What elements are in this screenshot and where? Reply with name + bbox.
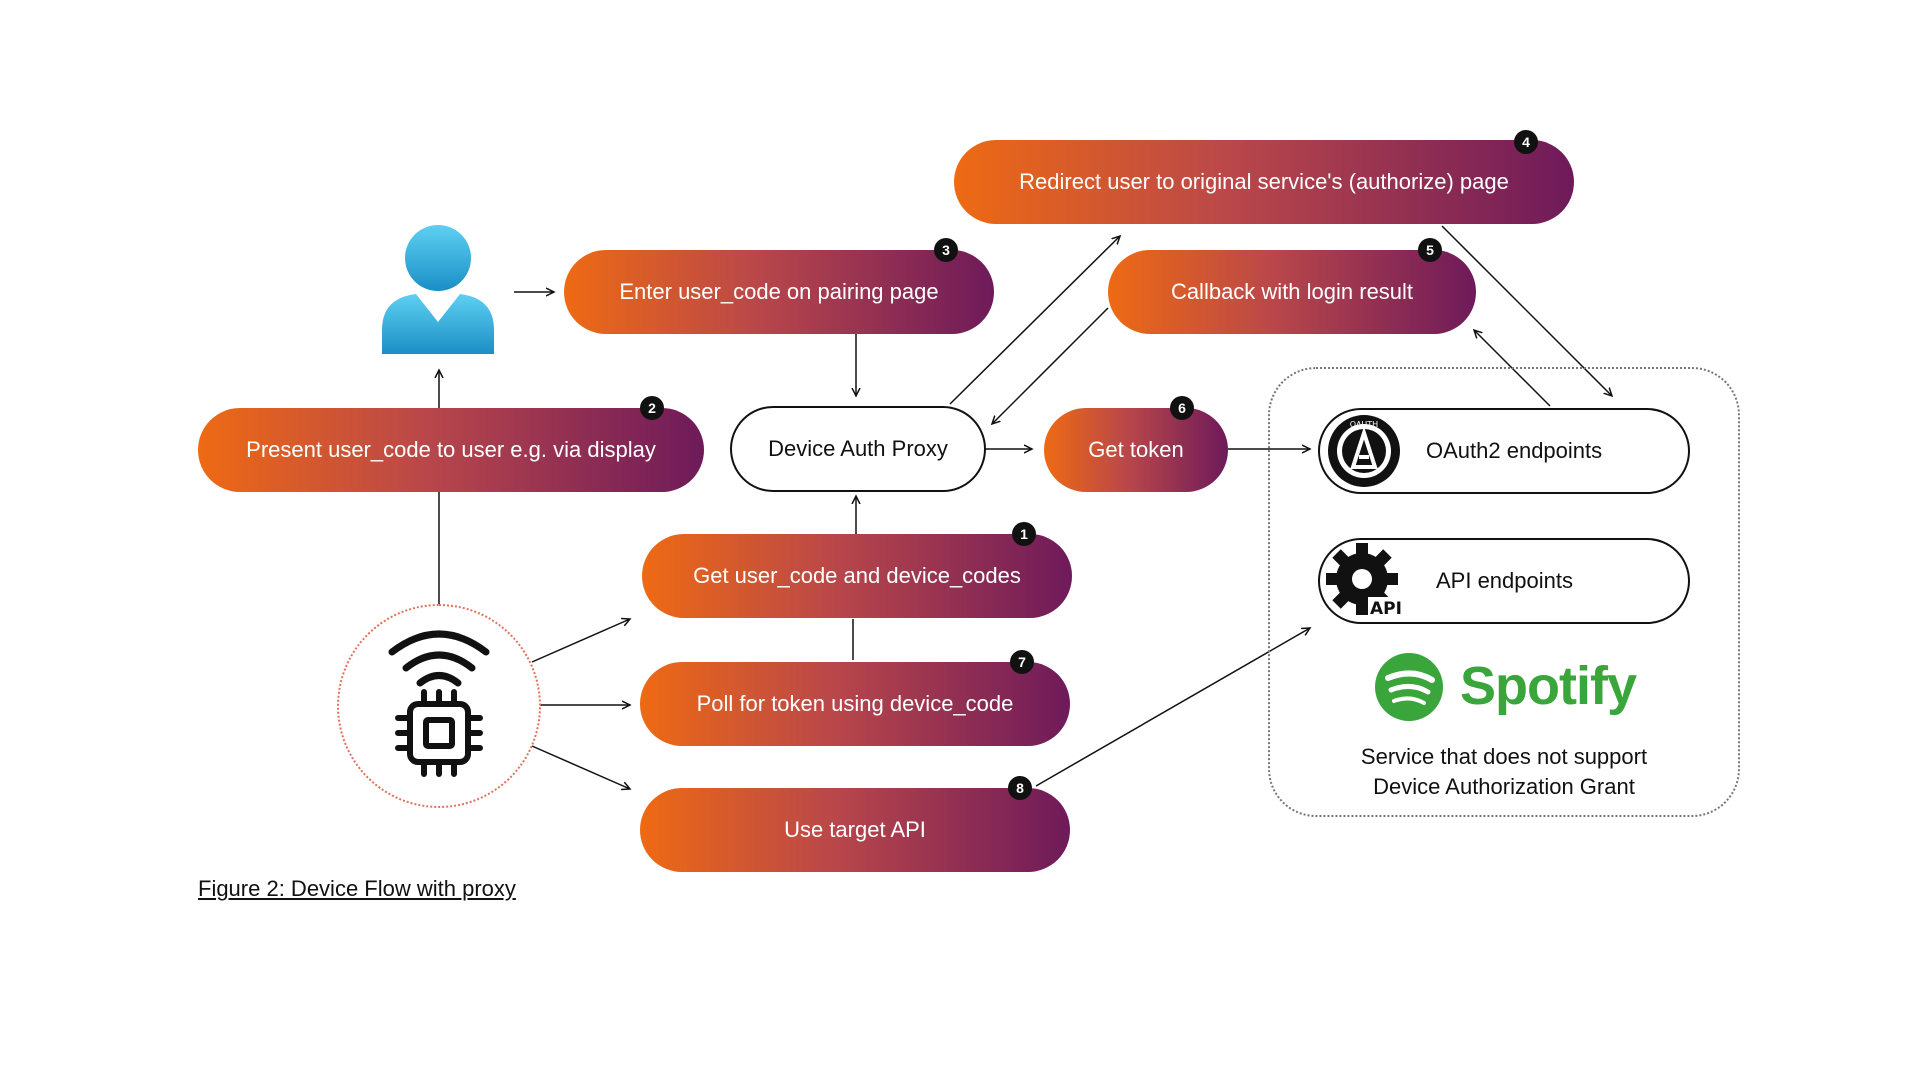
step-badge-7: 7: [1010, 650, 1034, 674]
step-label: Poll for token using device_code: [696, 691, 1014, 716]
device-circle: [337, 604, 541, 808]
arrow-proxy-to-redirect: [949, 236, 1120, 405]
oauth2-endpoints: OAUTH OAuth2 endpoints: [1318, 408, 1690, 494]
step-label: Present user_code to user e.g. via displ…: [246, 437, 656, 462]
step-7-poll-for-token: Poll for token using device_code: [640, 662, 1070, 746]
step-label: Get user_code and device_codes: [693, 563, 1021, 588]
step-badge-6: 6: [1170, 396, 1194, 420]
step-4-redirect-user: Redirect user to original service's (aut…: [954, 140, 1574, 224]
api-label: API endpoints: [1436, 568, 1573, 593]
step-label: Enter user_code on pairing page: [619, 279, 939, 304]
step-8-use-target-api: Use target API: [640, 788, 1070, 872]
step-3-enter-user-code: Enter user_code on pairing page: [564, 250, 994, 334]
chip-icon: [395, 689, 483, 777]
step-label: Redirect user to original service's (aut…: [1019, 169, 1509, 194]
step-badge-4: 4: [1514, 130, 1538, 154]
figure-caption: Figure 2: Device Flow with proxy: [198, 876, 516, 901]
step-label: Get token: [1088, 437, 1184, 462]
spotify-logo-icon: [1375, 653, 1443, 721]
service-container: [1268, 367, 1740, 817]
step-badge-8: 8: [1008, 776, 1032, 800]
oauth-logo-icon: OAUTH: [1328, 415, 1400, 487]
arrow-api-call-to-endpoint: [1035, 628, 1310, 787]
step-label: Callback with login result: [1170, 279, 1414, 304]
step-6-get-token: Get token: [1044, 408, 1228, 492]
service-description-line1: Service that does not support: [1360, 744, 1648, 769]
proxy-label: Device Auth Proxy: [768, 436, 948, 461]
step-badge-3: 3: [934, 238, 958, 262]
step-2-present-user-code: Present user_code to user e.g. via displ…: [198, 408, 704, 492]
device-auth-proxy: Device Auth Proxy: [730, 406, 986, 492]
step-badge-1: 1: [1012, 522, 1036, 546]
api-icon-text: API: [1370, 599, 1402, 619]
step-label: Use target API: [784, 817, 926, 842]
api-gear-icon: API: [1326, 543, 1404, 619]
oauth-logo-text: OAUTH: [1350, 420, 1378, 429]
arrow-callback-to-proxy: [992, 307, 1109, 424]
oauth-label: OAuth2 endpoints: [1426, 438, 1603, 463]
step-5-callback: Callback with login result: [1108, 250, 1476, 334]
arrow-device-to-step1: [531, 619, 630, 663]
spotify-brand: Spotify: [1460, 656, 1637, 716]
wifi-icon: [388, 630, 490, 687]
service-description: Service that does not support Device Aut…: [1268, 742, 1740, 802]
step-1-get-codes: Get user_code and device_codes: [642, 534, 1072, 618]
step-badge-2: 2: [640, 396, 664, 420]
user-icon: [382, 225, 494, 354]
service-description-line2: Device Authorization Grant: [1373, 774, 1635, 799]
arrow-device-to-step8: [531, 745, 630, 789]
api-endpoints: API API endpoints: [1318, 538, 1690, 624]
step-badge-5: 5: [1418, 238, 1442, 262]
